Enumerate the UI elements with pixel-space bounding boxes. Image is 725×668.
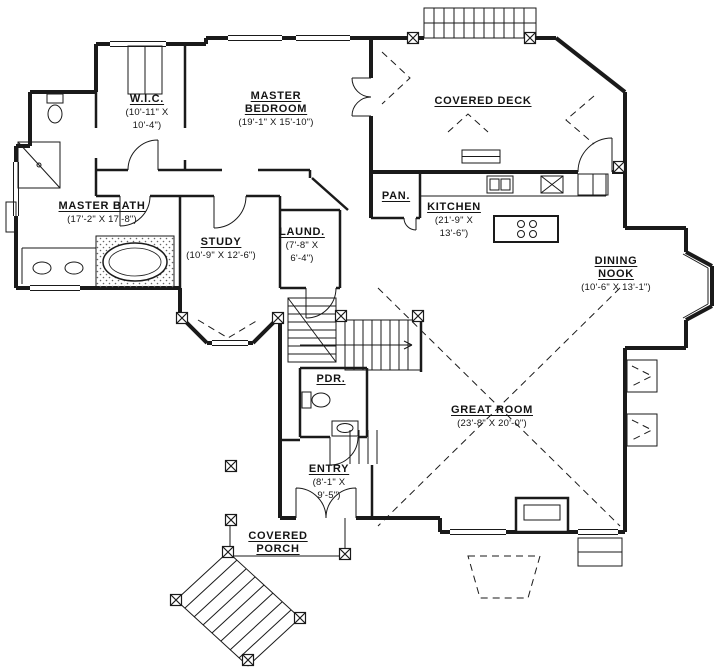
room-dims: (10'-6" X 13'-1") [581,282,651,293]
room-label-covered-porch: COVERED PORCH [248,530,307,556]
room-dims: (10'-9" X 12'-6") [186,250,256,261]
kitchen-counter [420,173,609,197]
room-name: BEDROOM [244,103,308,115]
room-label-laundry: LAUND. (7'-8" X 6'-4") [279,226,325,265]
room-name: PAN. [381,190,411,202]
room-label-master-bath: MASTER BATH (17'-2" X 17'-8") [59,200,146,226]
doors [119,77,613,519]
fixtures [5,45,709,567]
room-name: W.I.C. [129,93,165,105]
room-dims: (23'-8" X 20'-0") [457,418,527,429]
room-label-powder: PDR. [316,373,345,386]
room-dims: (7'-8" X [285,240,319,251]
room-label-study: STUDY (10'-9" X 12'-6") [186,236,256,262]
room-name: MASTER BATH [58,200,146,212]
toilet-master [46,93,64,124]
room-name: GREAT ROOM [451,404,533,416]
room-dims: (19'-1" X 15'-10") [238,117,314,128]
fireplace [514,496,570,534]
room-dims: (10'-11" X [125,107,169,118]
vanity-master [21,247,96,284]
closet-shelving [5,45,163,233]
tub [95,235,175,289]
room-dims: 10'-4") [132,120,162,131]
toilet-powder [301,391,359,437]
room-label-wic: W.I.C. (10'-11" X 10'-4") [126,93,169,132]
kitchen-island [493,215,559,243]
room-name: COVERED [248,530,308,542]
room-name: PDR. [316,373,346,385]
window-seats [461,149,709,567]
main-staircase [287,297,422,464]
room-label-pantry: PAN. [382,190,410,203]
interior-walls [94,44,423,518]
deck-stairs [423,7,537,39]
room-dims: (21'-9" X [434,215,474,226]
room-name: PORCH [256,543,300,555]
room-label-covered-deck: COVERED DECK [434,95,531,108]
room-name: LAUND. [279,226,325,238]
room-dims: (17'-2" X 17'-8") [67,214,137,225]
room-name: COVERED DECK [434,95,532,107]
ceiling-lines [197,51,654,599]
room-label-dining-nook: DINING NOOK (10'-6" X 13'-1") [581,255,651,294]
room-label-kitchen: KITCHEN (21'-9" X 13'-6") [427,201,481,240]
room-label-entry: ENTRY (8'-1" X 9'-5") [309,463,349,502]
room-name: ENTRY [308,463,350,475]
room-name: NOOK [598,268,634,280]
room-dims: (8'-1" X [312,477,346,488]
shower [17,141,61,189]
room-label-master-bedroom: MASTER BEDROOM (19'-1" X 15'-10") [238,90,313,129]
room-label-great-room: GREAT ROOM (23'-8" X 20'-0") [451,404,533,430]
room-name: KITCHEN [427,201,481,213]
room-dims: 13'-6") [439,228,469,239]
room-dims: 9'-5") [317,490,341,501]
room-dims: 6'-4") [290,253,314,264]
room-name: DINING [594,255,638,267]
room-name: STUDY [200,236,242,248]
room-name: MASTER [250,90,302,102]
